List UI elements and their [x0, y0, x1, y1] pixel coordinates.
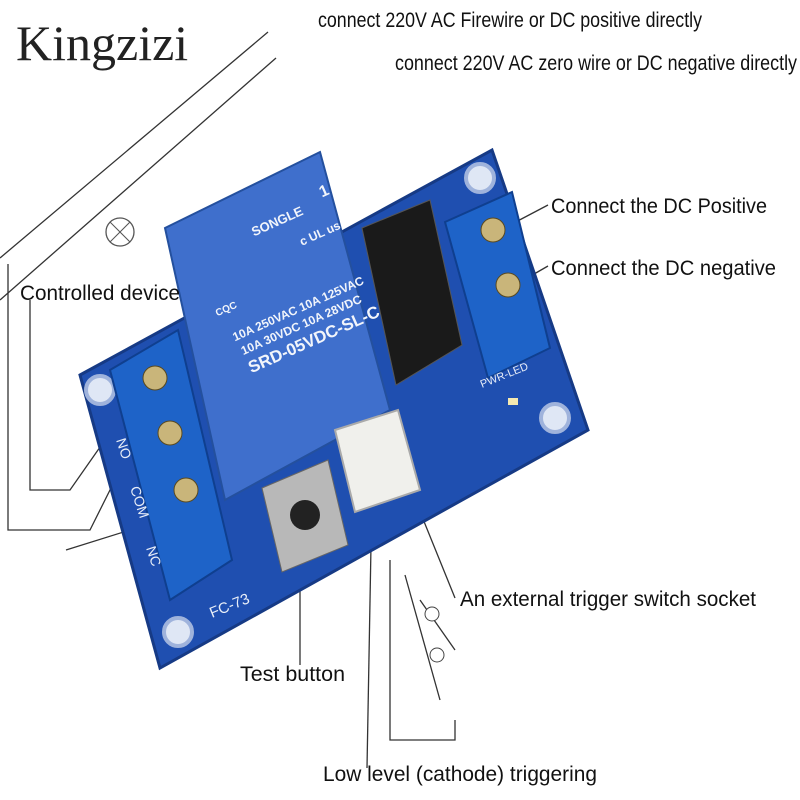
label-controlled-device: Controlled device [20, 282, 180, 305]
ic-chip [361, 199, 463, 386]
mount-hole [84, 374, 116, 406]
switch-contact-icon [424, 606, 440, 622]
mount-hole [162, 616, 194, 648]
mount-hole [539, 402, 571, 434]
label-top-line1: connect 220V AC Firewire or DC positive … [318, 9, 702, 32]
terminal-label-no: NO [113, 436, 135, 461]
label-trigger-socket: An external trigger switch socket [460, 588, 756, 611]
terminal-label-nc: NC [143, 544, 164, 568]
mount-hole [464, 162, 496, 194]
test-button[interactable] [261, 459, 349, 573]
trigger-switch-socket [333, 408, 422, 514]
output-terminal-block [108, 328, 234, 602]
switch-contact-icon [429, 647, 445, 663]
label-dc-positive: Connect the DC Positive [551, 195, 767, 218]
label-top-line2: connect 220V AC zero wire or DC negative… [395, 52, 797, 75]
label-low-level: Low level (cathode) triggering [323, 763, 597, 786]
lamp-icon [105, 217, 135, 247]
relay: SONGLE 1 c UL us CQC 10A 250VAC 10A 125V… [163, 150, 392, 502]
brand-logo: Kingzizi [16, 15, 188, 71]
label-dc-negative: Connect the DC negative [551, 257, 776, 280]
power-led [508, 398, 518, 405]
power-terminal-block [443, 190, 552, 380]
label-test-button: Test button [240, 663, 345, 686]
